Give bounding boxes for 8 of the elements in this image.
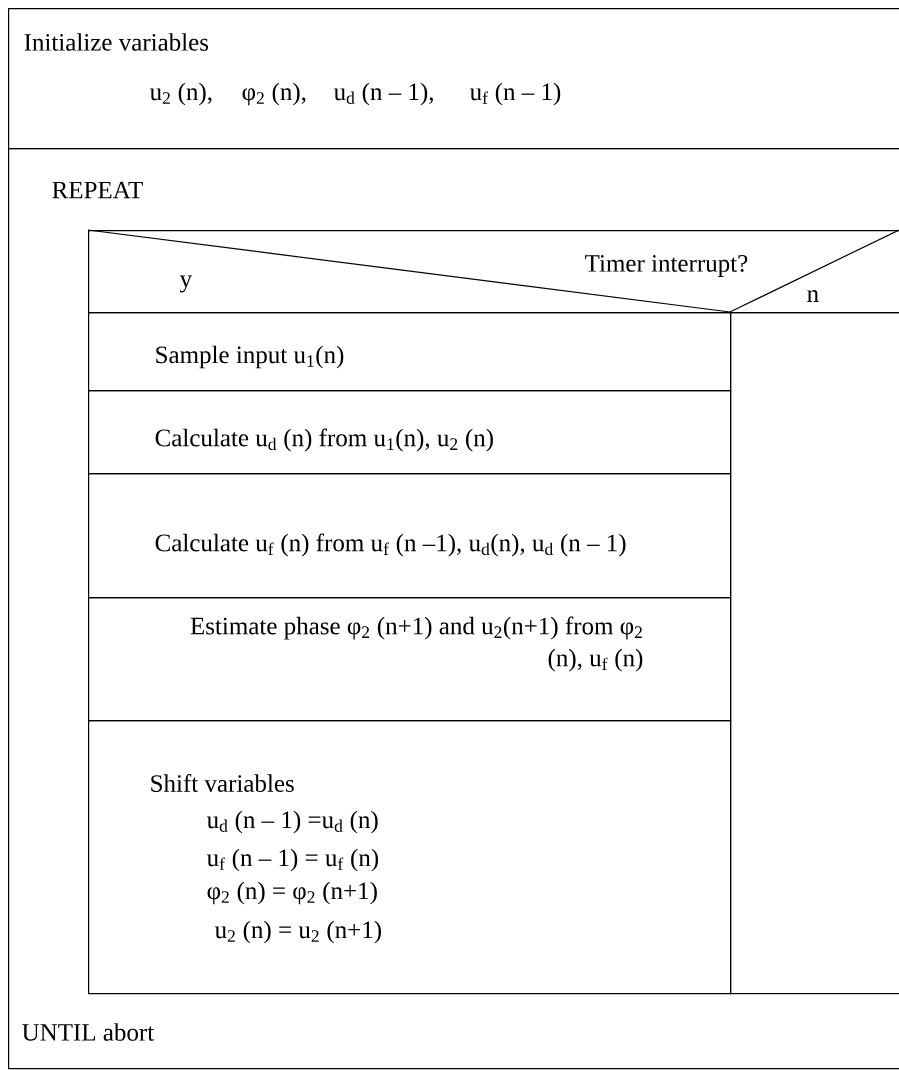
process-box: Initialize variables u$_{2}$ (n), φ$_{2}$ (n), u$_{d}$ (n – 1), u$_{f}$ (n – 1)	[8, 8, 899, 150]
process-box: Sample input u$_{1}$(n)	[88, 312, 732, 392]
process-box: Estimate phase φ$_{2}$ (n+1) and u$_{2}$(n+1) from φ$_{2}$ (n), u$_{f}$ (n)	[88, 597, 732, 722]
process-box: Calculate u$_{d}$ (n) from u$_{1}$(n), u$_{2}$ (n)	[88, 390, 732, 475]
decision-box: Timer interrupt? y n	[87, 229, 899, 314]
process-box: Shift variables u$_{d}$ (n – 1) =u$_{d}$ (n) u$_{f}$ (n – 1) = u$_{f}$ (n) φ$_{2}$ (n) = φ$_{2}$ (n+1) u$_{2}$ (n) = u$_{2}$ (n+1)	[88, 720, 732, 995]
branch-box	[730, 312, 899, 995]
process-box: Calculate u$_{f}$ (n) from u$_{f}$ (n –1), u$_{d}$(n), u$_{d}$ (n – 1)	[88, 473, 732, 599]
